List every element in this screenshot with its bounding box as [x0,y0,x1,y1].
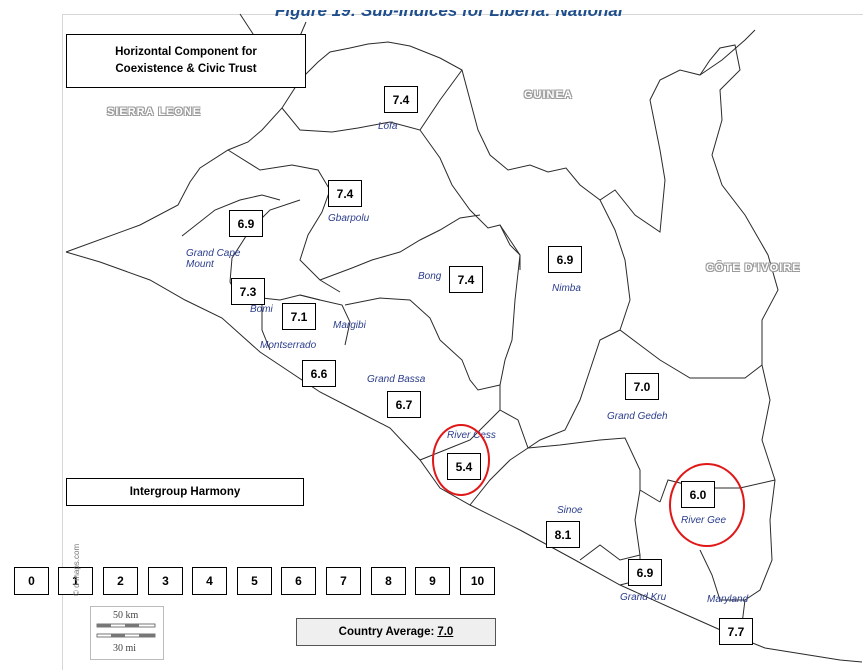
region-label-grand-gedeh: Grand Gedeh [607,411,668,422]
component-title-line1: Horizontal Component for [115,46,257,58]
score-bong: 7.4 [449,266,483,293]
region-label-sinoe: Sinoe [557,505,583,516]
score-bomi: 7.3 [231,278,265,305]
region-label-maryland: Maryland [707,594,749,605]
region-label-grand-cape-mount: Grand Cape Mount [186,248,241,270]
scale-mi-label: 30 mi [113,643,137,654]
country-label-cote-divoire: CÔTE D'IVOIRE [706,262,801,274]
score-grand-bassa: 6.7 [387,391,421,418]
distance-scale-bar: 50 km 30 mi [90,606,164,660]
scale-box-0: 0 [14,567,49,595]
score-nimba: 6.9 [548,246,582,273]
map-credit: © d-maps.com [72,543,81,596]
score-grand-gedeh: 7.0 [625,373,659,400]
country-average-box: Country Average: 7.0 [296,618,496,646]
highlight-circle-river-cess [432,424,490,496]
figure-title: Figure 19: Sub-Indices for Liberia: Nati… [275,1,623,20]
scale-box-5: 5 [237,567,272,595]
scale-bar-graphic [96,623,156,638]
scale-km-label: 50 km [113,610,139,621]
score-montserrado: 7.1 [282,303,316,330]
scale-box-8: 8 [371,567,406,595]
score-lofa: 7.4 [384,86,418,113]
score-grand-cape-mount: 6.9 [229,210,263,237]
region-label-grand-bassa: Grand Bassa [367,374,426,385]
score-gbarpolu: 7.4 [328,180,362,207]
map-frame: Figure 19: Sub-Indices for Liberia: Nati… [62,10,863,670]
region-label-nimba: Nimba [552,283,581,294]
scale-box-4: 4 [192,567,227,595]
score-margibi: 6.6 [302,360,336,387]
region-label-montserrado: Montserrado [260,340,317,351]
score-grand-kru: 6.9 [628,559,662,586]
highlight-circle-river-gee [669,463,745,547]
region-label-grand-kru: Grand Kru [620,592,667,603]
scale-box-7: 7 [326,567,361,595]
scale-box-9: 9 [415,567,450,595]
region-label-lofa: Lofa [378,121,398,132]
scale-box-2: 2 [103,567,138,595]
region-label-gbarpolu: Gbarpolu [328,213,370,224]
score-maryland: 7.7 [719,618,753,645]
scale-box-1: 1 [58,567,93,595]
sub-index-title-box: Intergroup Harmony [66,478,304,506]
country-label-guinea: GUINEA [524,89,573,101]
region-label-bong: Bong [418,271,442,282]
region-label-bomi: Bomi [250,304,273,315]
country-average-value: 7.0 [437,626,454,638]
country-average-label: Country Average: [338,626,435,638]
scale-box-10: 10 [460,567,495,595]
scale-box-6: 6 [281,567,316,595]
component-title-box: Horizontal Component for Coexistence & C… [66,34,306,88]
country-label-sierra-leone: SIERRA LEONE [107,106,202,118]
component-title-line2: Coexistence & Civic Trust [115,63,257,75]
region-label-margibi: Margibi [333,320,366,331]
scale-box-3: 3 [148,567,183,595]
score-sinoe: 8.1 [546,521,580,548]
